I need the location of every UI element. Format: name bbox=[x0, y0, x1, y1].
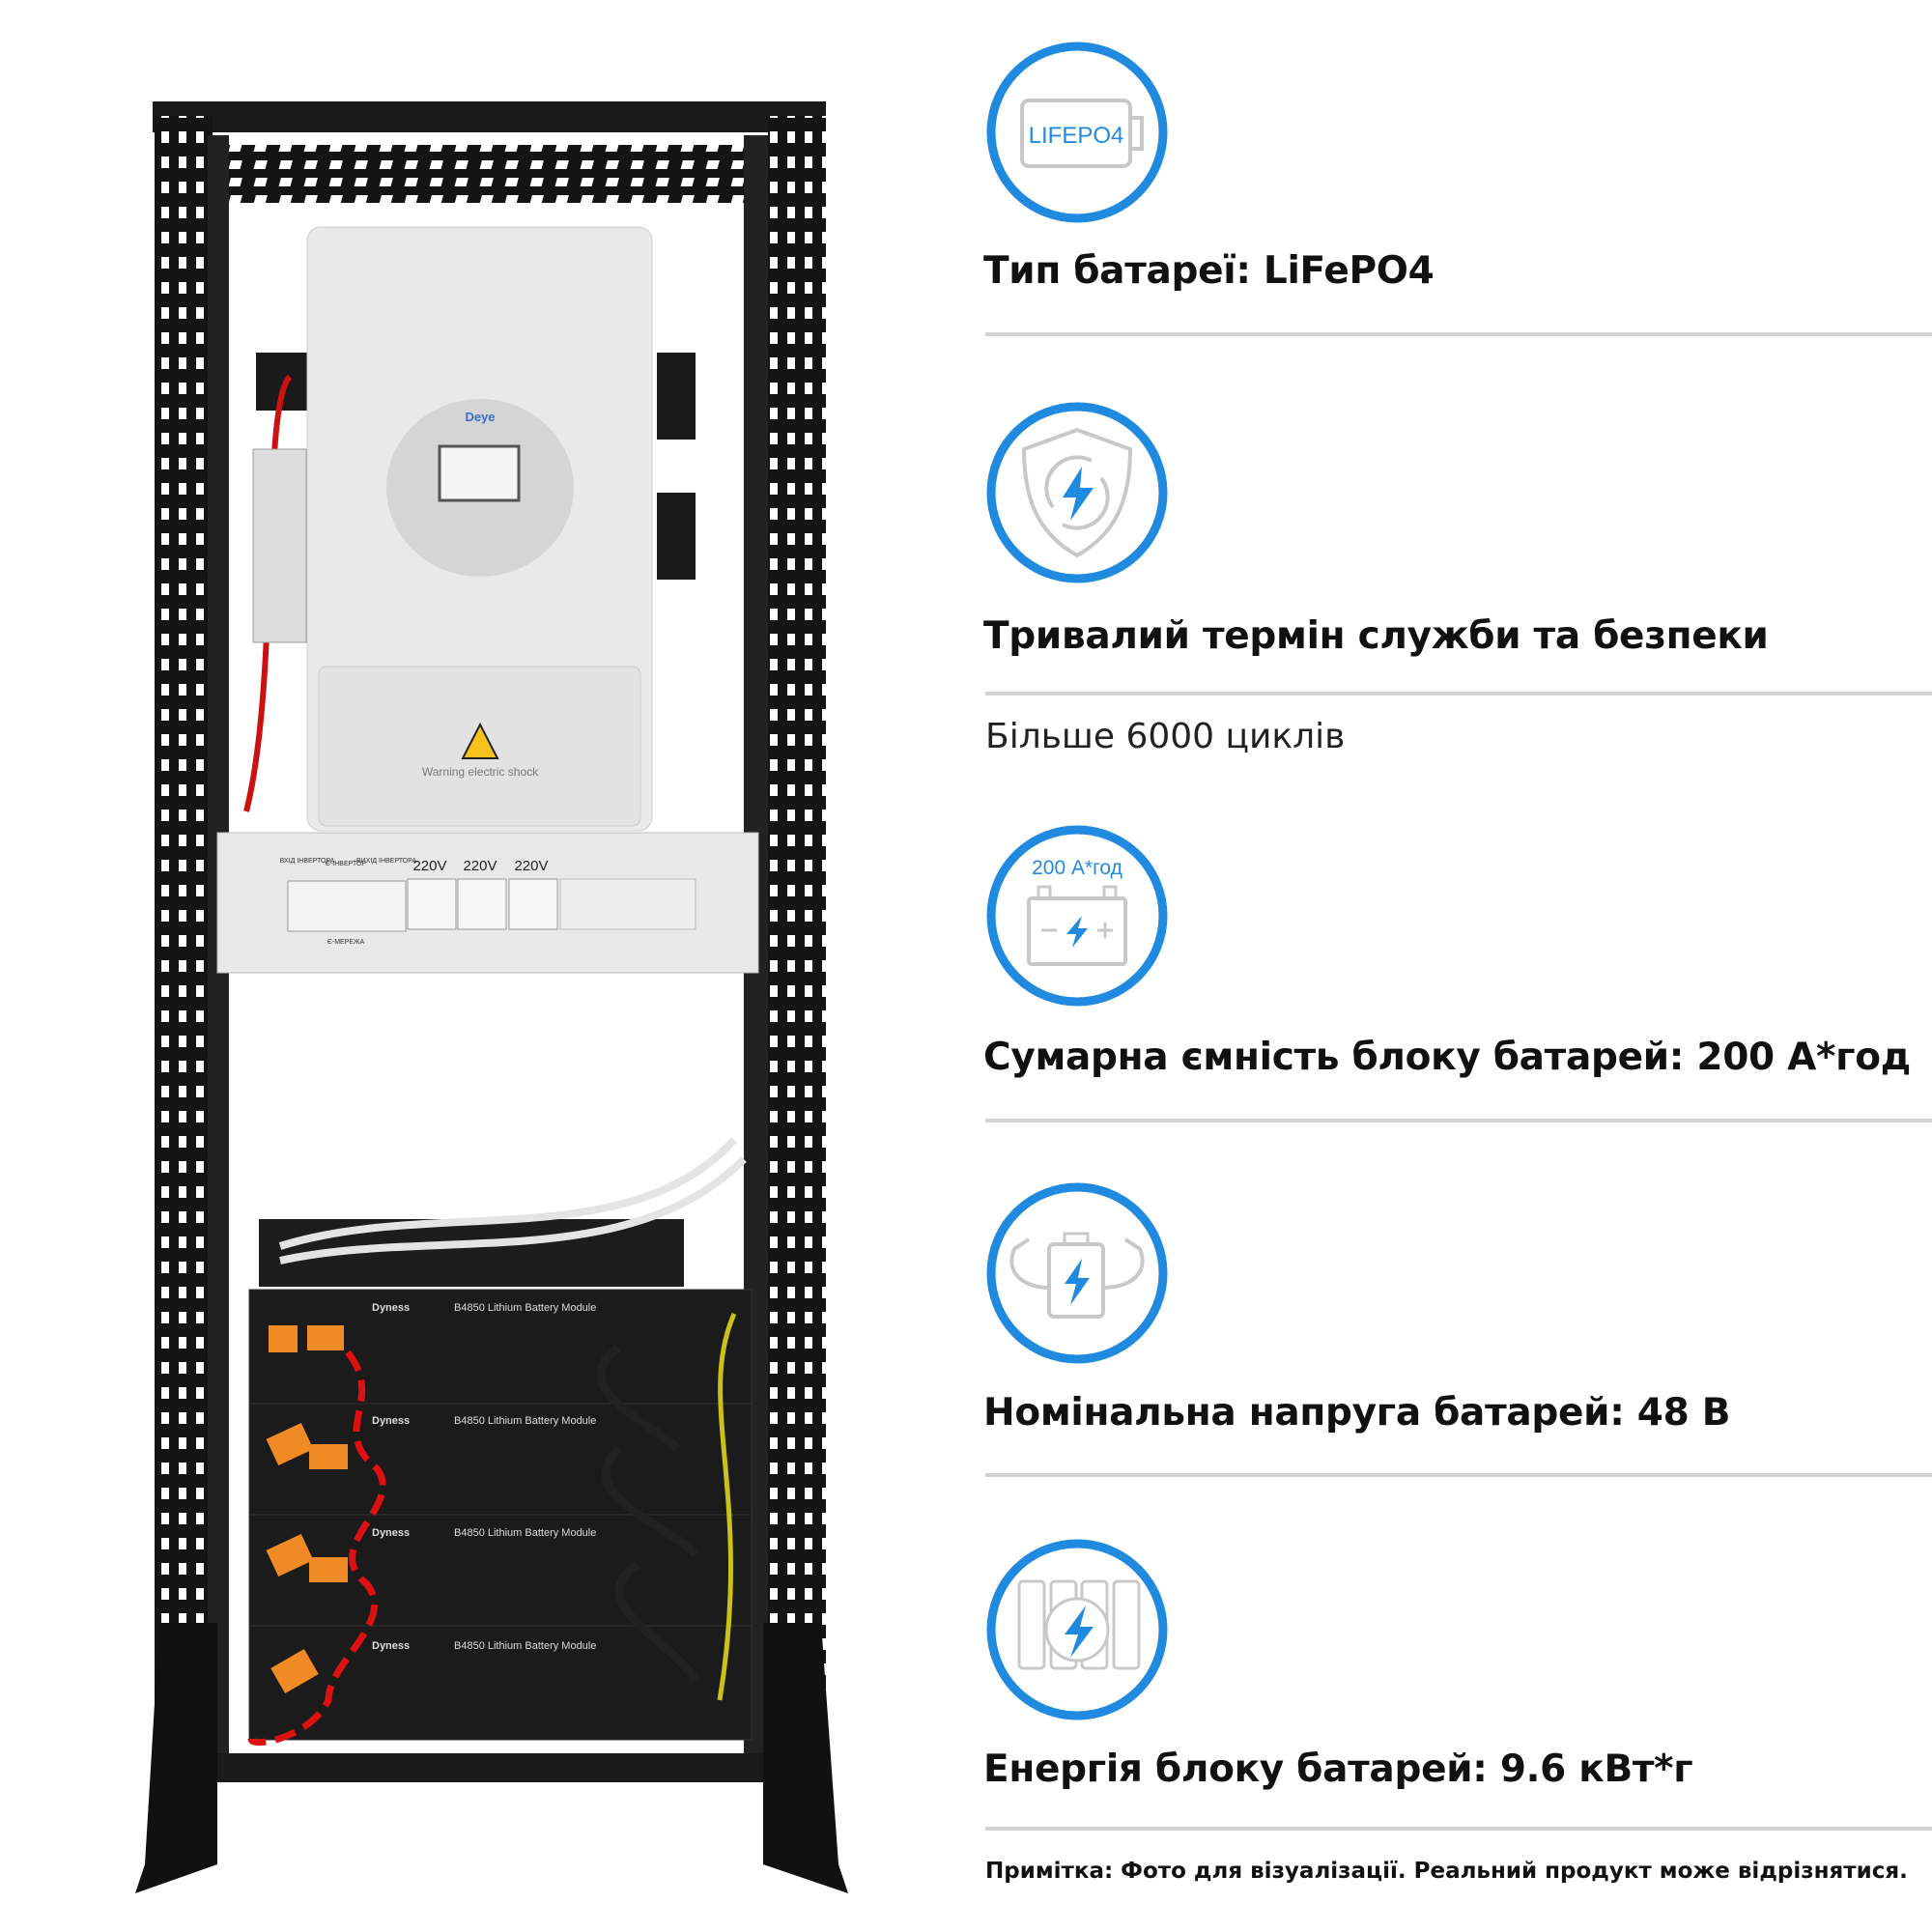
strong-battery-icon bbox=[986, 1182, 1168, 1364]
socket-label: 220V bbox=[412, 858, 446, 874]
divider bbox=[985, 332, 1932, 336]
battery-brand: Dyness bbox=[372, 1640, 410, 1652]
battery-brand: Dyness bbox=[372, 1415, 410, 1427]
battery-module: Dyness B4850 Lithium Battery Module bbox=[248, 1625, 753, 1741]
rack-frame bbox=[135, 101, 848, 1893]
feature-title-battery-type: Тип батареї: LiFePO4 bbox=[983, 249, 1435, 293]
car-battery-icon: 200 А*год bbox=[986, 825, 1168, 1007]
battery-pack-icon bbox=[986, 1539, 1168, 1720]
feature-title-voltage: Номінальна напруга батарей: 48 В bbox=[983, 1391, 1731, 1435]
divider bbox=[985, 1119, 1932, 1122]
inverter-brand: Deye bbox=[465, 410, 495, 424]
battery-brand: Dyness bbox=[372, 1302, 410, 1314]
battery-module: Dyness B4850 Lithium Battery Module bbox=[248, 1289, 753, 1405]
panel-label: Є-МЕРЕЖА bbox=[327, 939, 365, 946]
inverter: Deye Warning electric shock bbox=[243, 226, 653, 832]
panel-label: Є-ІНВЕРТОР bbox=[326, 861, 366, 867]
divider bbox=[985, 692, 1932, 696]
battery-model: B4850 Lithium Battery Module bbox=[454, 1302, 596, 1314]
battery-module: Dyness B4850 Lithium Battery Module bbox=[248, 1514, 753, 1627]
power-panel: ВХІД ІНВЕРТОРА Є-ІНВЕРТОР ВИХІД ІНВЕРТОР… bbox=[216, 832, 759, 974]
battery-stack: Dyness B4850 Lithium Battery Module Dyne… bbox=[247, 1137, 753, 1747]
feature-title-energy: Енергія блоку батарей: 9.6 кВт*г bbox=[983, 1747, 1693, 1791]
battery-brand: Dyness bbox=[372, 1527, 410, 1539]
warning-label: Warning electric shock bbox=[422, 765, 539, 779]
socket-label: 220V bbox=[514, 858, 548, 874]
disclaimer-note: Примітка: Фото для візуалізації. Реальни… bbox=[985, 1859, 1908, 1884]
battery-model: B4850 Lithium Battery Module bbox=[454, 1415, 596, 1427]
battery-model: B4850 Lithium Battery Module bbox=[454, 1527, 596, 1539]
panel-label: ВХІД ІНВЕРТОРА bbox=[280, 858, 335, 865]
socket-label: 220V bbox=[463, 858, 497, 874]
icon-text: 200 А*год bbox=[1032, 857, 1122, 879]
battery-module: Dyness B4850 Lithium Battery Module bbox=[248, 1403, 753, 1516]
battery-model: B4850 Lithium Battery Module bbox=[454, 1640, 596, 1652]
feature-title-capacity: Сумарна ємність блоку батарей: 200 А*год bbox=[983, 1036, 1911, 1079]
feature-subtitle-cycles: Більше 6000 циклів bbox=[985, 717, 1346, 756]
divider bbox=[985, 1827, 1932, 1831]
feature-title-lifespan: Тривалий термін служби та безпеки bbox=[983, 614, 1769, 658]
icon-text: LIFEPO4 bbox=[1029, 123, 1124, 149]
panel-label: ВИХІД ІНВЕРТОРА bbox=[356, 858, 416, 865]
divider bbox=[985, 1473, 1932, 1477]
lifepo4-battery-icon: LIFEPO4 bbox=[986, 42, 1168, 223]
shield-lightning-icon bbox=[986, 402, 1168, 583]
product-photo-rack: Deye Warning electric shock ВХІД ІНВЕРТО… bbox=[135, 101, 848, 1893]
